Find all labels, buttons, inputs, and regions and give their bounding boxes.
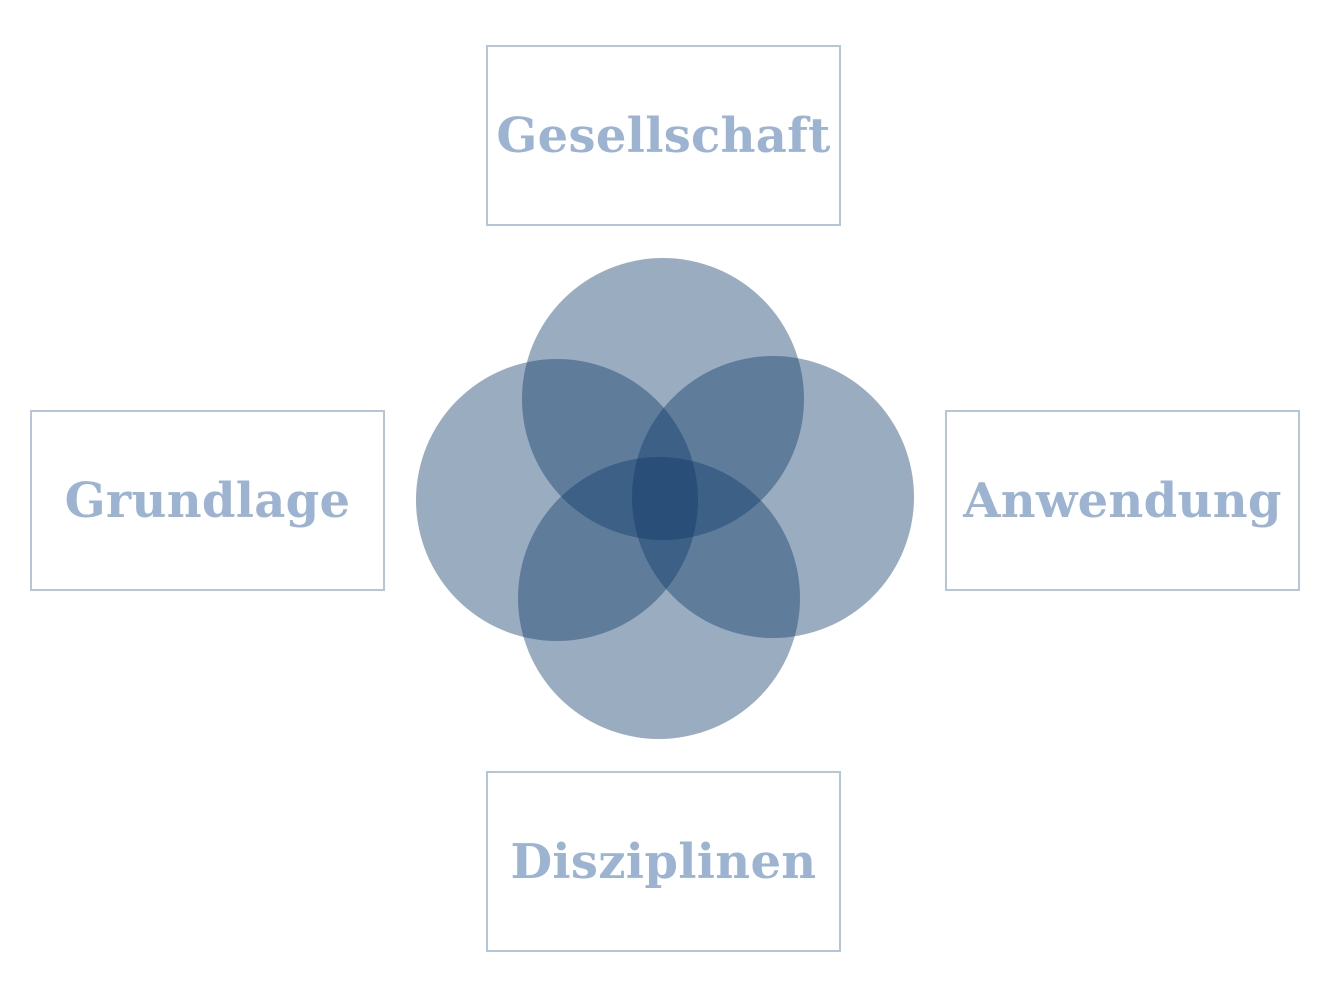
label-anwendung: Anwendung (963, 472, 1282, 529)
venn-circle-top (522, 258, 804, 540)
label-box-bottom: Disziplinen (486, 771, 841, 952)
label-box-top: Gesellschaft (486, 45, 841, 226)
label-box-left: Grundlage (30, 410, 385, 591)
venn-circle-right (632, 356, 914, 638)
label-disziplinen: Disziplinen (510, 833, 817, 890)
label-gesellschaft: Gesellschaft (496, 107, 831, 164)
venn-circle-bottom (518, 457, 800, 739)
label-grundlage: Grundlage (64, 472, 351, 529)
label-box-right: Anwendung (945, 410, 1300, 591)
venn-circle-left (416, 359, 698, 641)
